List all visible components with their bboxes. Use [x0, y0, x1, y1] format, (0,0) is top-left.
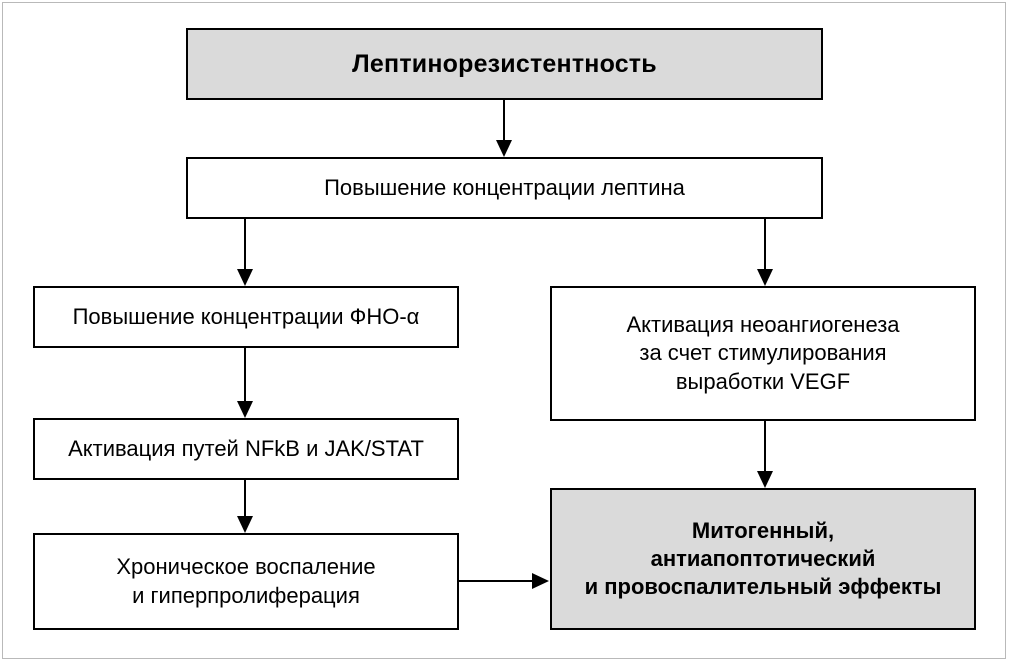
edge-neoangiogenesis-to-effects-line	[764, 421, 766, 471]
node-leptin-increase: Повышение концентрации лептина	[186, 157, 823, 219]
node-chronic-inflammation-label: Хроническое воспаление и гиперпролиферац…	[43, 553, 449, 609]
edge-resistance-to-increase-arrowhead	[496, 140, 512, 157]
node-mitogenic-effects: Митогенный, антиапоптотический и провосп…	[550, 488, 976, 630]
node-leptin-resistance: Лептинорезистентность	[186, 28, 823, 100]
edge-pathways-to-inflammation-arrowhead	[237, 516, 253, 533]
node-leptin-increase-label: Повышение концентрации лептина	[324, 174, 685, 200]
node-mitogenic-effects-line-2: антиапоптотический	[650, 545, 876, 571]
node-chronic-inflammation: Хроническое воспаление и гиперпролиферац…	[33, 533, 459, 630]
node-neoangiogenesis-line-2: за счет стимулирования	[639, 340, 887, 366]
edge-increase-to-tnf-line	[244, 219, 246, 269]
edge-increase-to-neoangiogenesis-line	[764, 219, 766, 269]
edge-increase-to-neoangiogenesis-arrowhead	[757, 269, 773, 286]
edge-tnf-to-pathways-line	[244, 348, 246, 401]
edge-resistance-to-increase-line	[503, 100, 505, 141]
node-pathways-activation-label: Активация путей NFkB и JAK/STAT	[68, 435, 424, 461]
node-neoangiogenesis-line-3: выработки VEGF	[675, 368, 851, 394]
node-tnf-increase-label: Повышение концентрации ФНО-α	[72, 303, 420, 329]
node-mitogenic-effects-line-3: и провоспалительный эффекты	[584, 574, 942, 600]
node-chronic-inflammation-line-1: Хроническое воспаление	[116, 554, 376, 580]
node-neoangiogenesis: Активация неоангиогенеза за счет стимули…	[550, 286, 976, 421]
edge-pathways-to-inflammation-line	[244, 480, 246, 516]
node-chronic-inflammation-line-2: и гиперпролиферация	[132, 582, 360, 608]
node-tnf-increase: Повышение концентрации ФНО-α	[33, 286, 459, 348]
node-neoangiogenesis-label: Активация неоангиогенеза за счет стимули…	[560, 311, 966, 395]
node-mitogenic-effects-label: Митогенный, антиапоптотический и провосп…	[560, 517, 966, 601]
edge-inflammation-to-effects-line	[459, 580, 533, 582]
edge-tnf-to-pathways-arrowhead	[237, 401, 253, 418]
edge-inflammation-to-effects-arrowhead	[532, 573, 549, 589]
node-mitogenic-effects-line-1: Митогенный,	[691, 517, 835, 543]
node-neoangiogenesis-line-1: Активация неоангиогенеза	[626, 312, 900, 338]
node-leptin-resistance-label: Лептинорезистентность	[352, 50, 657, 78]
node-pathways-activation: Активация путей NFkB и JAK/STAT	[33, 418, 459, 480]
edge-neoangiogenesis-to-effects-arrowhead	[757, 471, 773, 488]
edge-increase-to-tnf-arrowhead	[237, 269, 253, 286]
